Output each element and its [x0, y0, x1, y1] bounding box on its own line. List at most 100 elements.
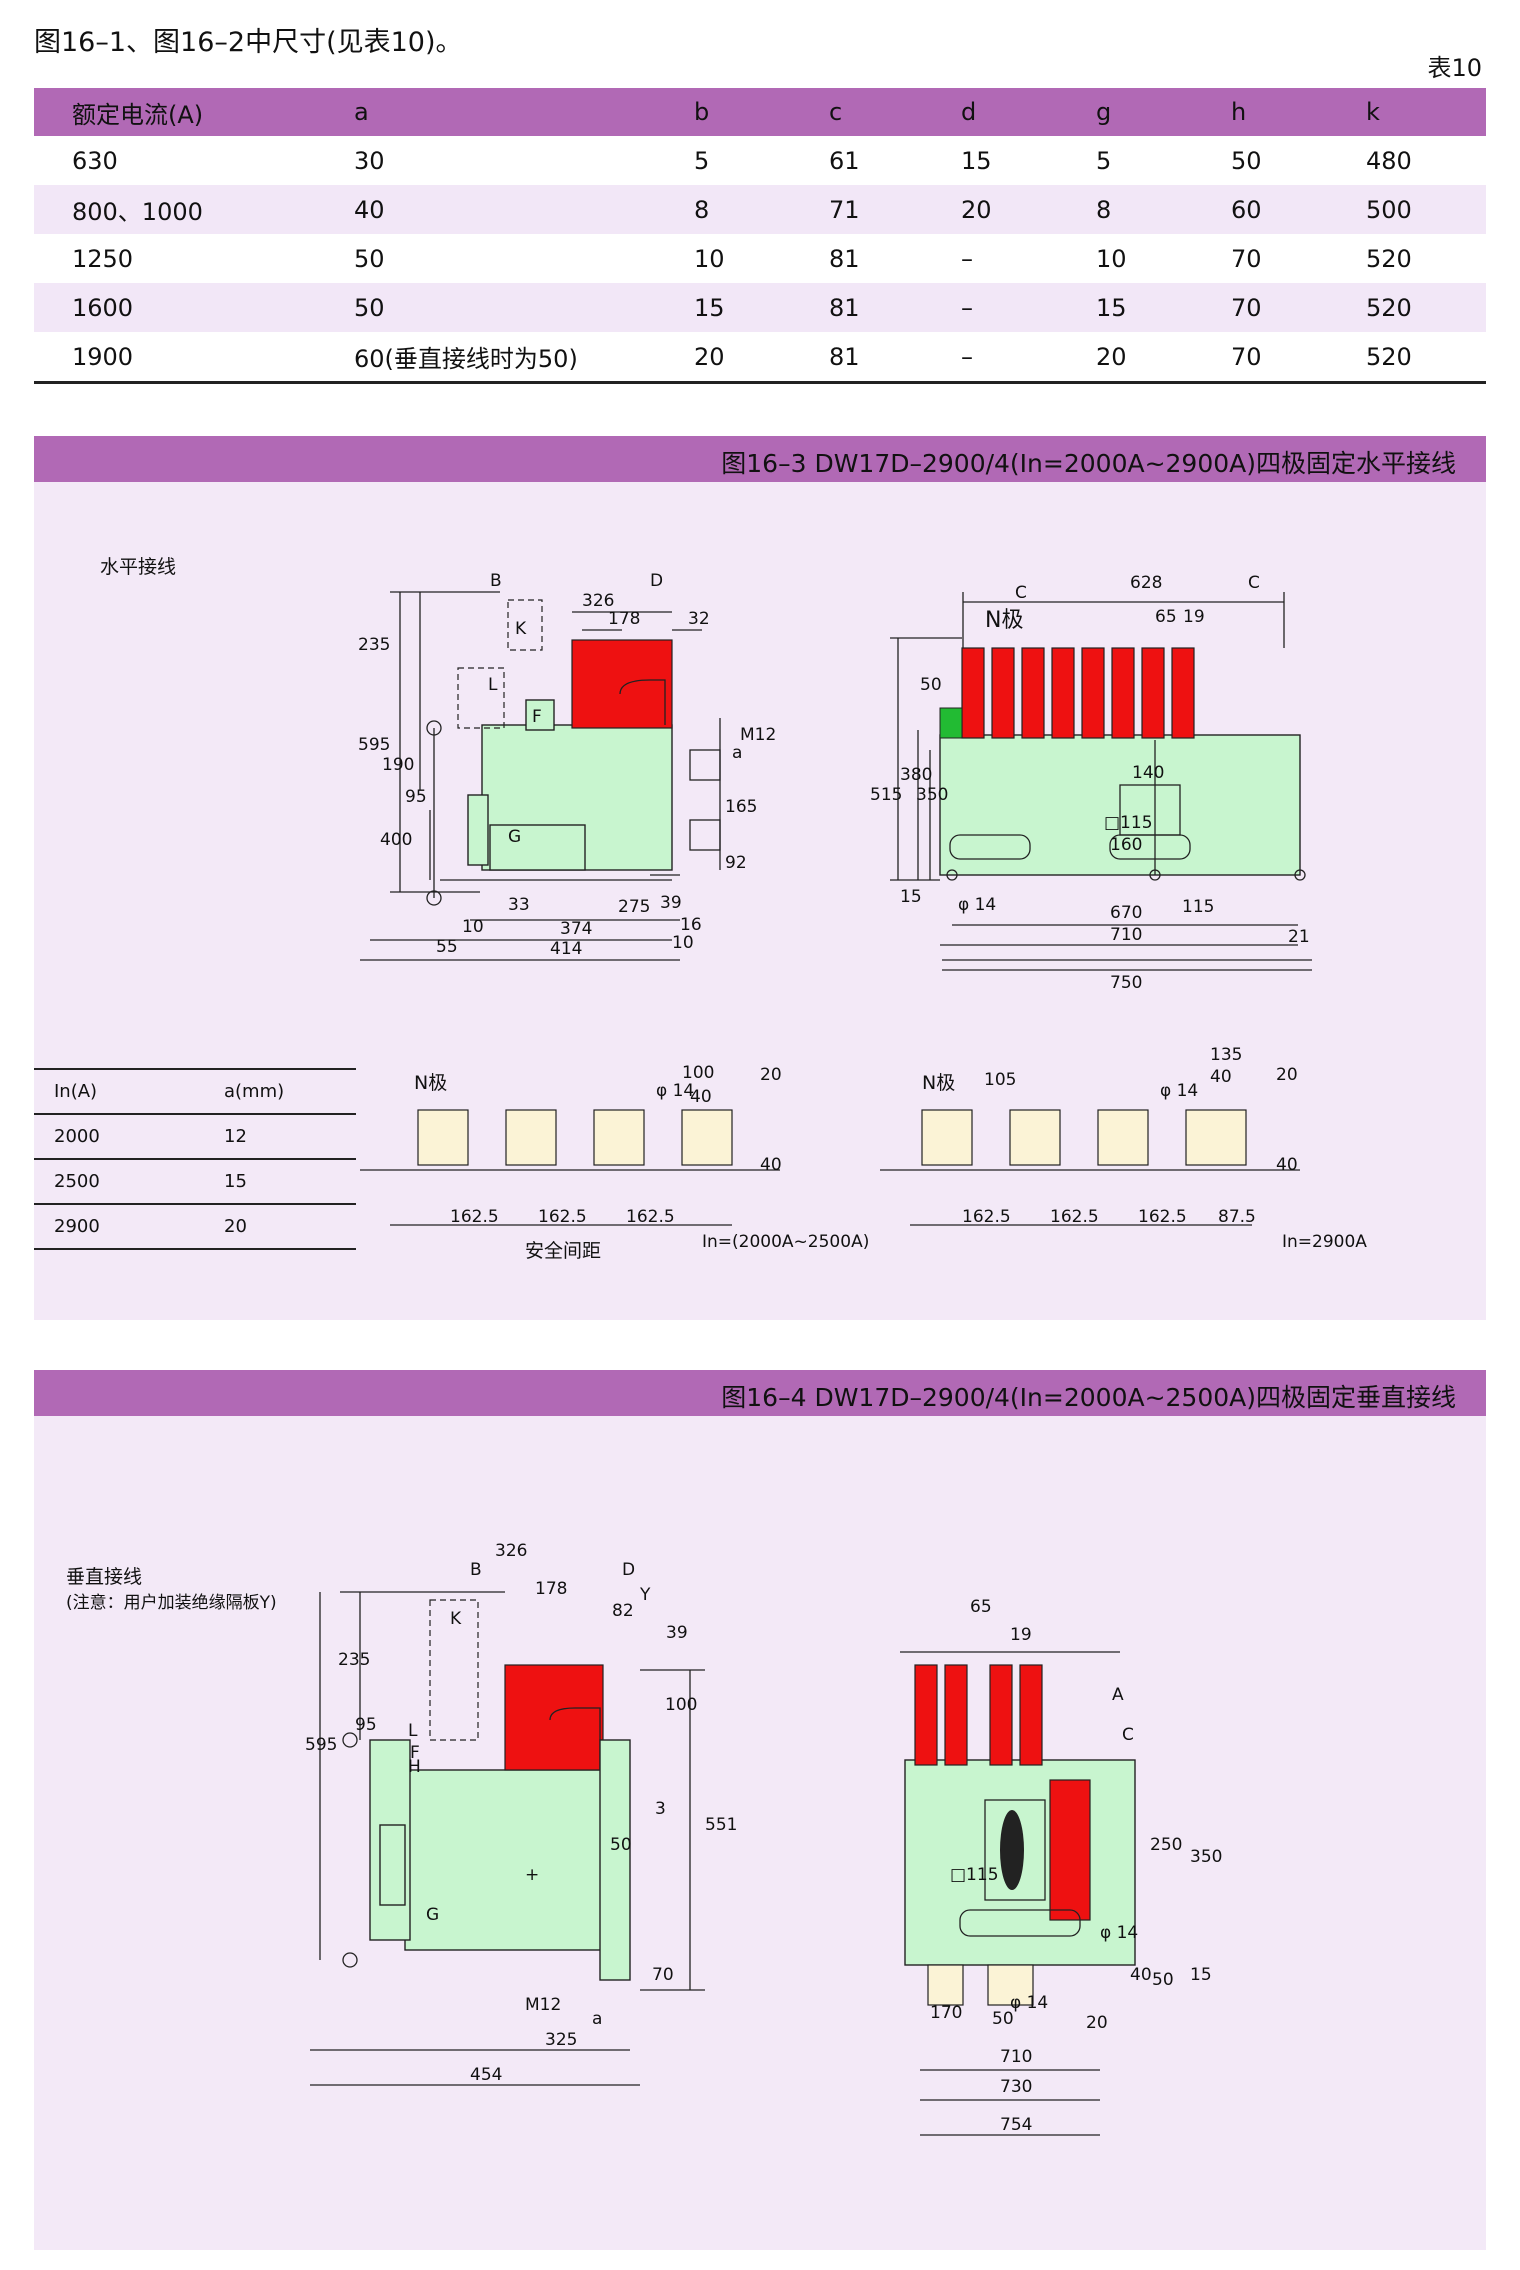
fig4-note: (注意：用户加装绝缘隔板Y) — [66, 1593, 277, 1613]
svg-text:15: 15 — [900, 887, 922, 907]
table-cell: 50 — [354, 283, 694, 332]
svg-text:754: 754 — [1000, 2115, 1032, 2135]
table-cell: 20 — [961, 185, 1096, 234]
svg-text:G: G — [426, 1905, 439, 1925]
table-cell: – — [961, 244, 973, 273]
svg-text:100: 100 — [682, 1063, 714, 1083]
table-header-cell: g — [1096, 88, 1231, 136]
svg-text:K: K — [515, 619, 527, 639]
v-terminal-block — [504, 1664, 604, 1771]
table-cell: 50 — [354, 244, 385, 273]
table-cell: 10 — [1096, 244, 1127, 273]
v-dashed-k — [429, 1599, 479, 1741]
svg-text:326: 326 — [582, 591, 614, 611]
table-cell: 40 — [354, 185, 694, 234]
svg-text:40: 40 — [690, 1087, 712, 1107]
svg-text:710: 710 — [1110, 925, 1142, 945]
svg-text:40: 40 — [1276, 1155, 1298, 1175]
table-header-cell: a — [354, 88, 694, 136]
svg-text:φ 14: φ 14 — [958, 895, 996, 915]
table-cell: – — [961, 332, 1096, 384]
svg-text:670: 670 — [1110, 903, 1142, 923]
table-cell: 520 — [1366, 244, 1412, 273]
svg-text:140: 140 — [1132, 763, 1164, 783]
in-table-cell: 12 — [204, 1113, 356, 1160]
table-cell: 81 — [829, 244, 860, 273]
table-cell: 10 — [694, 244, 725, 273]
svg-text:φ 14: φ 14 — [1010, 1993, 1048, 2013]
svg-text:70: 70 — [652, 1965, 674, 1985]
red-terminals — [961, 647, 1195, 739]
in-table-header-cell: In(A) — [34, 1068, 204, 1115]
handle-block — [467, 794, 489, 866]
svg-text:B: B — [470, 1560, 482, 1580]
svg-text:92: 92 — [725, 853, 747, 873]
fig3-busbar-layout-1: 162.5 162.5 162.5 100 40 φ 14 20 40 — [360, 1063, 782, 1227]
svg-text:595: 595 — [305, 1735, 337, 1755]
svg-text:21: 21 — [1288, 927, 1310, 947]
terminal-handle — [619, 679, 666, 725]
v-handle — [379, 1824, 406, 1906]
busbar-plates-2 — [921, 1109, 1247, 1166]
svg-text:C: C — [1122, 1725, 1134, 1745]
svg-text:65: 65 — [970, 1597, 992, 1617]
in-table-header: In(A)a(mm) — [34, 1068, 356, 1115]
svg-text:350: 350 — [1190, 1847, 1222, 1867]
table-header-cell: 额定电流(A) — [34, 88, 354, 136]
svg-text:32: 32 — [688, 609, 710, 629]
table-cell: 70 — [1231, 244, 1262, 273]
table-cell: 81 — [829, 332, 961, 384]
svg-text:20: 20 — [1276, 1065, 1298, 1085]
svg-text:235: 235 — [358, 635, 390, 655]
svg-text:10: 10 — [462, 917, 484, 937]
flag-f — [525, 699, 555, 731]
fig3-n-pole-label-3: N极 — [922, 1072, 956, 1094]
svg-text:275: 275 — [618, 897, 650, 917]
table-header-cell: h — [1231, 88, 1366, 136]
svg-text:50: 50 — [610, 1835, 632, 1855]
svg-text:40: 40 — [760, 1155, 782, 1175]
green-indicator — [939, 707, 963, 739]
svg-text:3: 3 — [655, 1799, 666, 1819]
svg-text:380: 380 — [900, 765, 932, 785]
svg-text:φ 14: φ 14 — [656, 1081, 694, 1101]
svg-text:19: 19 — [1183, 607, 1205, 627]
v-red-terminals — [914, 1664, 1091, 1921]
table-cell: 520 — [1366, 332, 1486, 384]
table-cell: 1600 — [34, 283, 354, 332]
table-cell: 60 — [1231, 185, 1366, 234]
intro-text: 图16–1、图16–2中尺寸(见表10)。 — [34, 27, 463, 58]
svg-text:95: 95 — [355, 1715, 377, 1735]
m12-bolt-upper — [689, 749, 721, 781]
svg-text:φ 14: φ 14 — [1160, 1081, 1198, 1101]
svg-text:100: 100 — [665, 1695, 697, 1715]
table-cell: 15 — [961, 146, 992, 175]
dashed-k — [507, 599, 543, 651]
table-cell: 8 — [694, 185, 829, 234]
in-table-cell: 15 — [204, 1159, 356, 1205]
table-cell: – — [961, 283, 1096, 332]
svg-text:G: G — [508, 827, 521, 847]
fig4-label: 垂直接线 — [66, 1566, 143, 1588]
table-cell: 20 — [1096, 332, 1231, 384]
svg-text:M12: M12 — [740, 725, 776, 745]
svg-text:165: 165 — [725, 797, 757, 817]
table-cell: 15 — [1096, 283, 1231, 332]
svg-text:326: 326 — [495, 1541, 527, 1561]
table-cell: 70 — [1231, 283, 1366, 332]
svg-text:H: H — [408, 1757, 421, 1777]
in-table-cell: 2500 — [34, 1159, 204, 1205]
svg-text:39: 39 — [666, 1623, 688, 1643]
svg-text:135: 135 — [1210, 1045, 1242, 1065]
svg-text:L: L — [408, 1721, 418, 1741]
svg-text:82: 82 — [612, 1601, 634, 1621]
svg-text:B: B — [490, 571, 502, 591]
svg-text:65: 65 — [1155, 607, 1177, 627]
svg-text:19: 19 — [1010, 1625, 1032, 1645]
table-cell: 15 — [694, 283, 829, 332]
svg-text:K: K — [450, 1609, 462, 1629]
